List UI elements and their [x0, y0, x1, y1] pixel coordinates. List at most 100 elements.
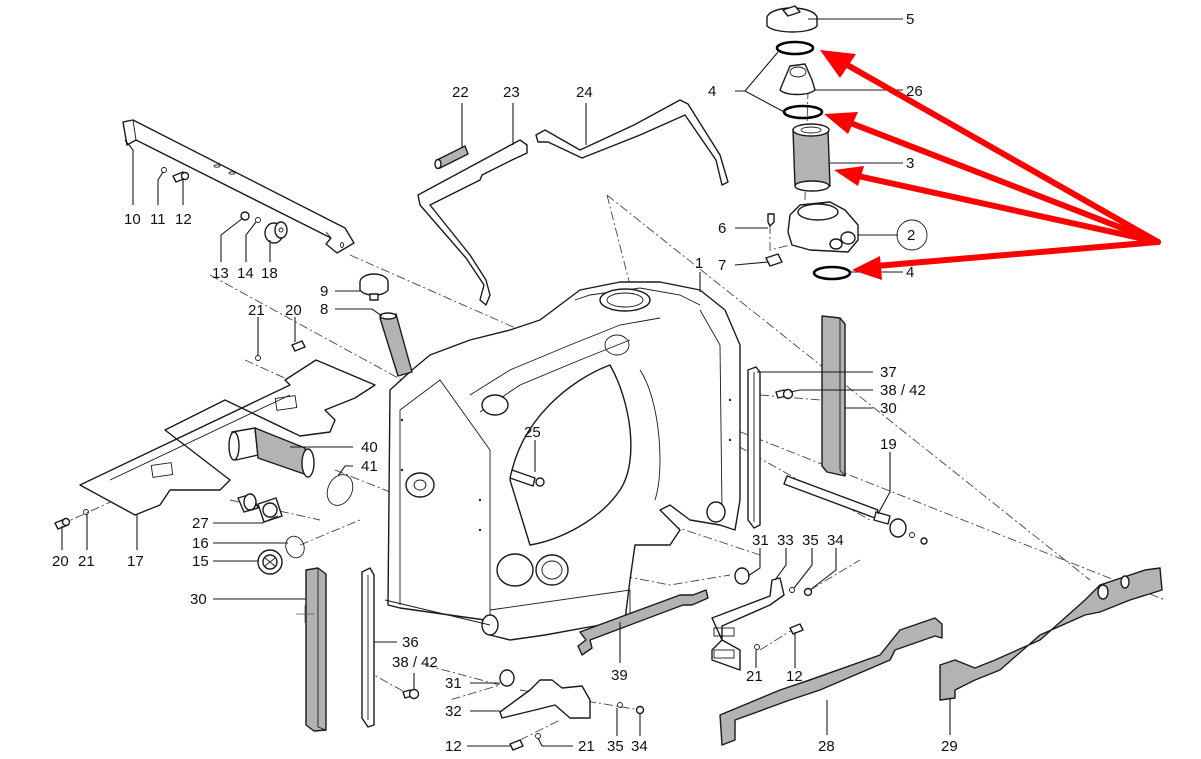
label-part-13: 13 — [212, 265, 229, 282]
label-part-28: 28 — [818, 738, 835, 755]
label-part-32: 32 — [445, 703, 462, 720]
label-part-4: 4 — [906, 264, 914, 281]
part-4-oring-top — [775, 40, 815, 56]
part-16-oring — [285, 535, 305, 559]
label-part-8: 8 — [320, 301, 328, 318]
red-arrows — [820, 50, 1161, 280]
arrow-to-bottom-oring — [873, 239, 1161, 269]
part-22-sleeve — [434, 145, 469, 170]
label-part-33: 33 — [777, 532, 794, 549]
label-part-30: 30 — [880, 400, 897, 417]
label-part-34: 34 — [827, 532, 844, 549]
part-33-bracket — [711, 567, 813, 671]
part-1-tank-body — [384, 281, 741, 641]
label-part-21: 21 — [248, 302, 265, 319]
label-part-6: 6 — [718, 220, 726, 237]
arrow-head — [852, 256, 882, 280]
label-part-19: 19 — [880, 436, 897, 453]
part-41-oring — [326, 474, 354, 506]
part-19-rod — [783, 475, 928, 545]
label-part-20: 20 — [52, 553, 69, 570]
part-8-tube — [379, 312, 413, 377]
label-part-7: 7 — [718, 257, 726, 274]
label-part-20: 20 — [285, 302, 302, 319]
label-part-38-42: 38 / 42 — [880, 382, 926, 399]
part-23-bracket — [417, 139, 528, 306]
arrow-head — [834, 166, 864, 186]
label-part-9: 9 — [320, 283, 328, 300]
part-5-cap — [766, 5, 818, 33]
arrow-to-top-oring — [839, 59, 1161, 245]
label-part-21: 21 — [78, 553, 95, 570]
label-part-38-42: 38 / 42 — [392, 654, 438, 671]
part-2-filter-head — [765, 201, 859, 267]
label-part-22: 22 — [452, 84, 469, 101]
label-part-11: 11 — [150, 211, 166, 228]
label-part-10: 10 — [124, 211, 141, 228]
part-15-plug — [257, 549, 283, 575]
part-4-oring-middle — [782, 104, 824, 120]
part-30-pad-left — [305, 567, 327, 732]
label-part-26: 26 — [906, 83, 923, 100]
part-36-strip — [361, 567, 375, 728]
part-30-pad-right — [821, 315, 846, 477]
part-25-sensor — [509, 469, 545, 487]
label-part-25: 25 — [524, 424, 541, 441]
hardware-20-21 — [54, 340, 306, 530]
label-part-39: 39 — [611, 667, 628, 684]
label-part-12: 12 — [786, 668, 803, 685]
arrow-head — [820, 50, 856, 78]
hardware-13-14-18 — [240, 211, 288, 244]
label-part-12: 12 — [175, 211, 192, 228]
label-part-15: 15 — [192, 553, 209, 570]
part-37-strip — [747, 366, 761, 529]
label-part-5: 5 — [906, 11, 914, 28]
part-4-oring-bottom — [812, 265, 852, 281]
label-part-40: 40 — [361, 439, 378, 456]
part-27-fittings — [237, 493, 283, 523]
part-24-bracket — [535, 99, 729, 186]
label-part-30: 30 — [190, 591, 207, 608]
arrow-head — [824, 112, 858, 134]
label-part-31: 31 — [752, 532, 769, 549]
label-part-12: 12 — [445, 738, 462, 755]
label-part-31: 31 — [445, 675, 462, 692]
part-9-cap — [359, 273, 389, 301]
part-10-bracket — [122, 119, 355, 254]
leader-lines — [61, 18, 951, 747]
part-39-bar — [577, 589, 709, 656]
arrow-to-filter-element — [855, 173, 1161, 245]
label-part-35: 35 — [607, 738, 624, 755]
part-labels: 5 4 26 3 2 4 6 7 1 22 23 24 10 11 12 13 … — [52, 11, 958, 755]
label-part-3: 3 — [906, 155, 914, 172]
part-17-plate — [79, 359, 376, 516]
label-part-16: 16 — [192, 535, 209, 552]
part-28-bar — [719, 617, 943, 746]
label-part-27: 27 — [192, 515, 209, 532]
part-32-bracket — [499, 669, 645, 751]
label-part-21: 21 — [746, 668, 763, 685]
label-part-41: 41 — [361, 458, 378, 475]
crosshair-cursor-icon — [296, 605, 314, 623]
part-29-bar — [939, 567, 1163, 701]
part-26-adapter — [779, 63, 816, 96]
label-part-1: 1 — [695, 255, 703, 272]
label-part-4: 4 — [708, 83, 716, 100]
label-part-36: 36 — [402, 634, 419, 651]
part-3-filter-element — [792, 123, 831, 192]
label-part-34: 34 — [631, 738, 648, 755]
label-part-14: 14 — [237, 265, 254, 282]
label-part-17: 17 — [127, 553, 144, 570]
label-part-35: 35 — [802, 532, 819, 549]
label-part-23: 23 — [503, 84, 520, 101]
hardware-11-12 — [161, 167, 190, 183]
part-40-suction-filter — [228, 427, 315, 478]
label-part-18: 18 — [261, 265, 278, 282]
label-part-29: 29 — [941, 738, 958, 755]
arrow-to-middle-oring — [845, 119, 1161, 245]
label-part-21: 21 — [578, 738, 595, 755]
label-part-37: 37 — [880, 364, 897, 381]
label-part-2: 2 — [907, 227, 915, 244]
label-part-24: 24 — [576, 84, 593, 101]
